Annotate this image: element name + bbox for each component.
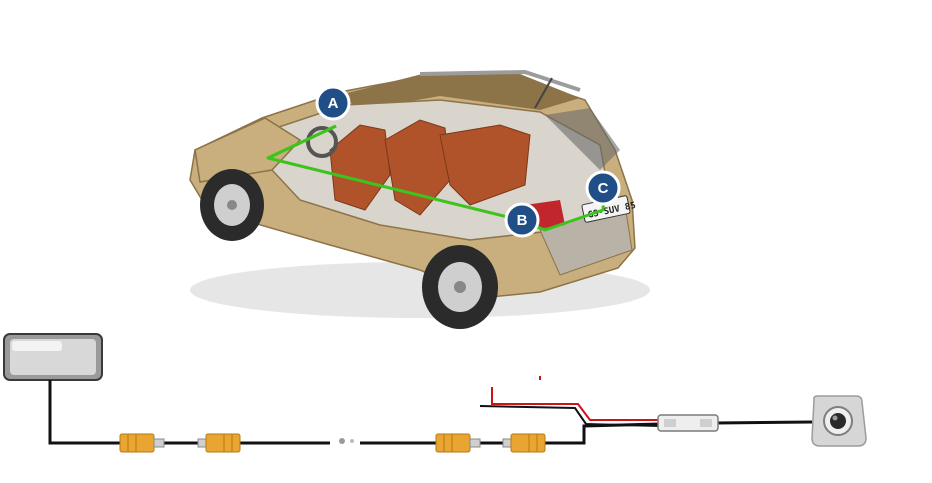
steering-wheel: [306, 126, 338, 158]
antenna: [534, 77, 553, 109]
roof-rail: [419, 69, 581, 92]
car-illustration: GS·SUV 85 A B C: [189, 69, 650, 329]
rca-connector-icon: [502, 433, 546, 453]
front-wheel: [200, 169, 264, 241]
front-seat-left: [329, 124, 391, 211]
marker-a-label: A: [328, 95, 339, 112]
rear-view-mirror-monitor-icon: [3, 333, 103, 381]
wiring-schematic: [3, 333, 867, 453]
power-wire: [479, 376, 661, 427]
car-hood: [194, 117, 302, 183]
cable-gap-dot: [339, 438, 345, 444]
rca-connector-icon: [435, 433, 481, 453]
rear-wheel: [422, 245, 498, 329]
rear-window: [545, 108, 620, 170]
cable-gap-dot: [350, 439, 354, 443]
video-cable: [48, 380, 813, 445]
rca-connector-icon: [197, 433, 241, 453]
marker-b: B: [504, 202, 540, 238]
rear-seat: [439, 124, 531, 206]
route-line-upper: [267, 124, 337, 160]
rca-connector-icon: [119, 433, 165, 453]
marker-a: A: [315, 85, 351, 121]
backup-camera-icon: [811, 395, 867, 447]
marker-c-label: C: [598, 180, 609, 197]
marker-b-label: B: [517, 212, 528, 229]
power-filter-module-icon: [657, 414, 719, 432]
marker-c: C: [585, 170, 621, 206]
car-roof: [340, 72, 580, 110]
